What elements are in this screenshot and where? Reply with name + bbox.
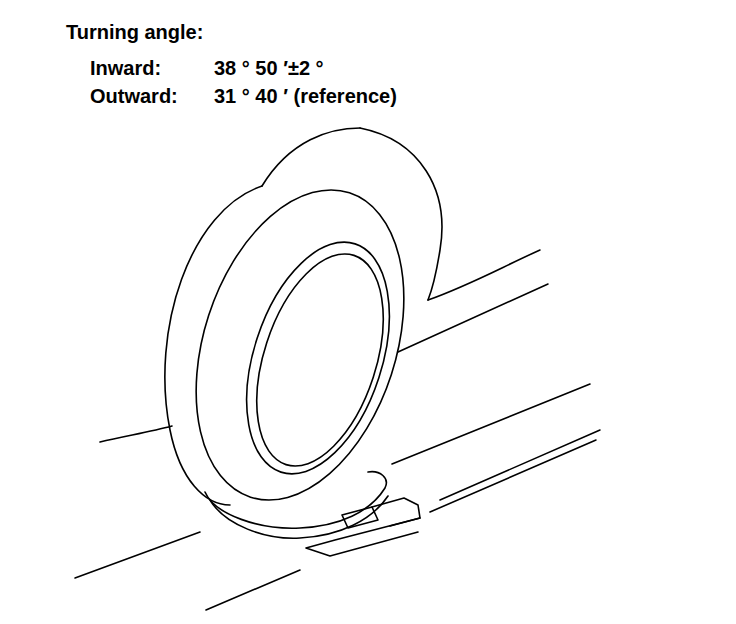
wheel-rim-outer [220, 224, 416, 492]
rack-line [430, 440, 596, 512]
rack-line [392, 384, 590, 464]
angle-value: 38 ° 50 ′±2 ° [214, 56, 324, 80]
turntable-plate-edge [210, 496, 388, 538]
field-label: Outward: [90, 84, 178, 108]
tire-sidewall [159, 163, 440, 527]
tire-tread [165, 186, 262, 505]
fender-arch [360, 128, 442, 300]
scale-frame [306, 518, 420, 556]
car-sill [398, 284, 548, 352]
field-label: Inward: [90, 56, 161, 80]
car-body [262, 128, 360, 186]
pointer-bracket [342, 507, 378, 528]
turntable-plate [205, 472, 386, 528]
rack-line [440, 430, 600, 500]
rack-line [75, 532, 200, 578]
fender-line [428, 250, 540, 300]
wheel-rim-inner [233, 238, 408, 482]
car-sill-left [100, 426, 172, 442]
pointer-arm [372, 498, 420, 526]
angle-value: 31 ° 40 ′ (reference) [214, 84, 397, 108]
rack-line [206, 570, 300, 610]
heading: Turning angle: [66, 20, 203, 44]
